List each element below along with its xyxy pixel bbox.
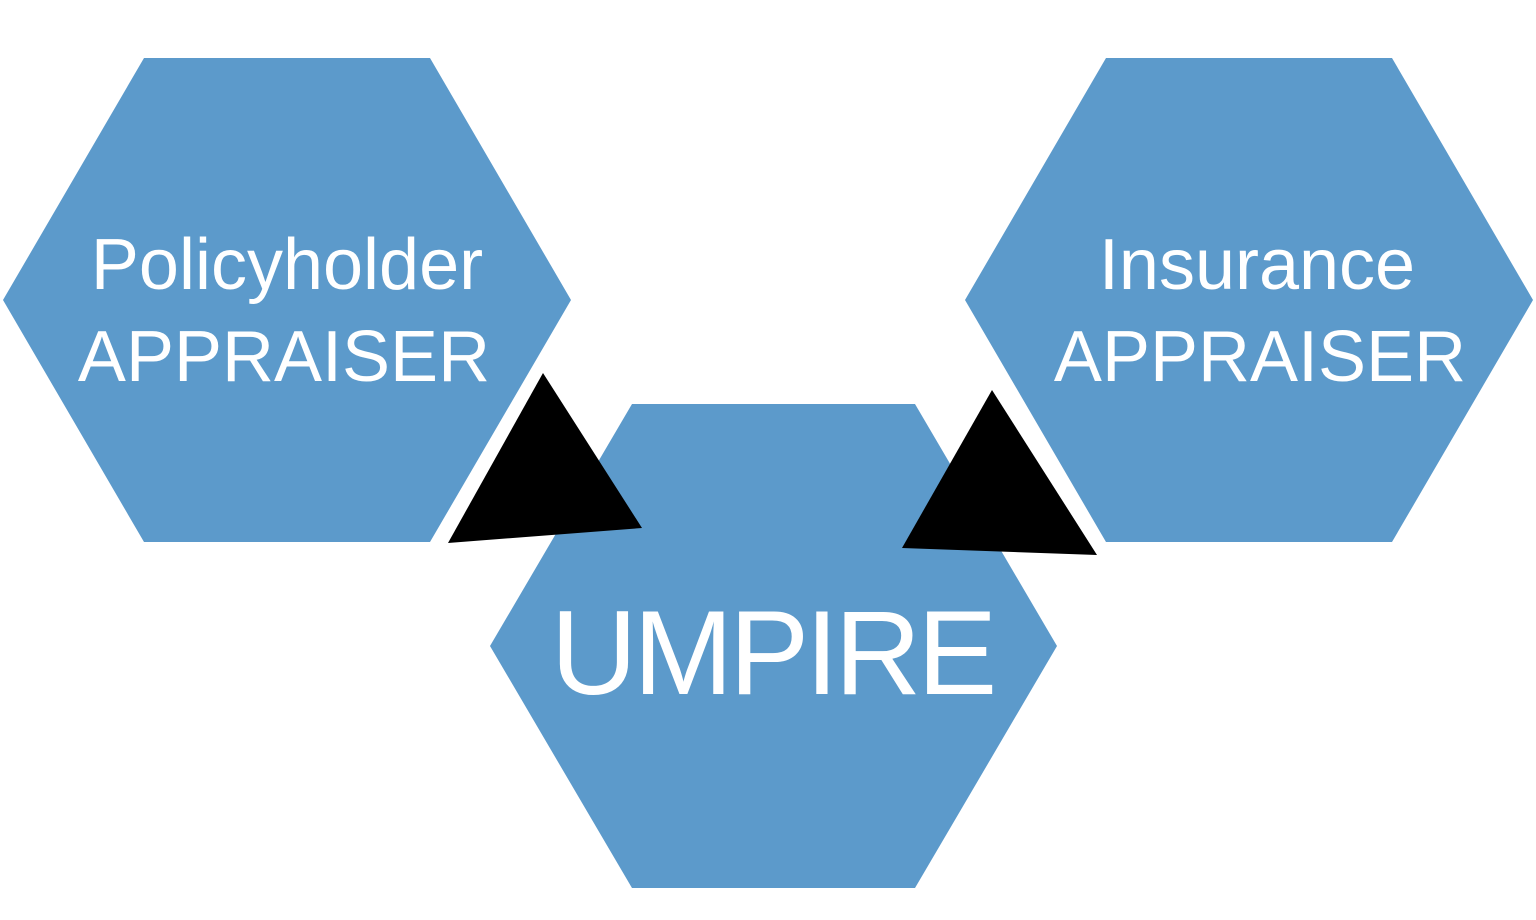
umpire-label: UMPIRE — [551, 586, 994, 720]
policyholder-label-line2: APPRAISER — [78, 317, 490, 397]
policyholder-appraiser-hexagon — [3, 58, 571, 542]
right-arrow-triangle-icon — [902, 390, 1097, 555]
insurance-appraiser-hexagon — [965, 58, 1533, 542]
left-arrow-triangle-icon — [448, 373, 642, 543]
insurance-label-line2: APPRAISER — [1054, 317, 1466, 397]
policyholder-label-line1: Policyholder — [91, 225, 483, 305]
insurance-label-line1: Insurance — [1099, 225, 1415, 305]
